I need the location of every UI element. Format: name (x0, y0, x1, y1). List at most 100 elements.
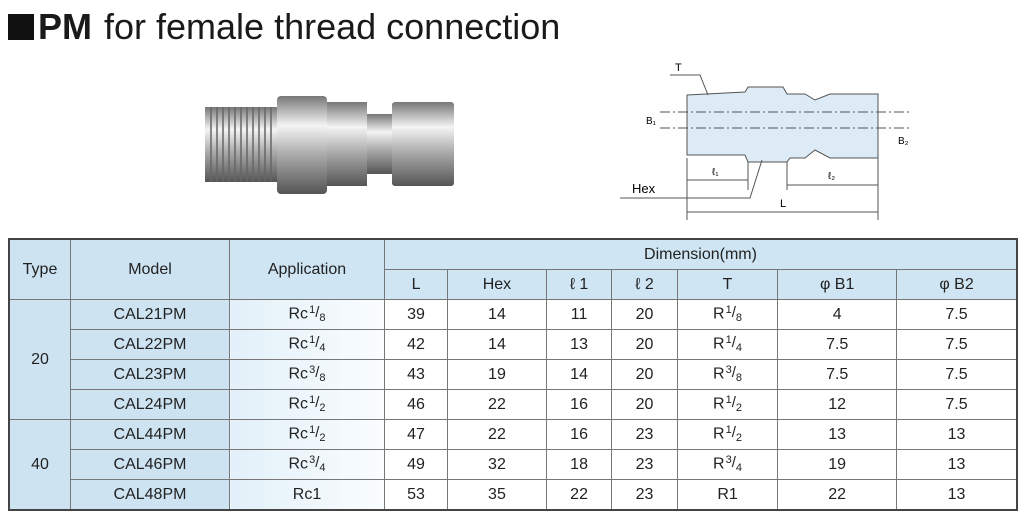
thread-base: R (713, 305, 725, 323)
dim-cell-b1: 7.5 (777, 359, 898, 390)
fraction-slash: / (731, 424, 736, 441)
header-dim: ℓ 2 (611, 269, 678, 300)
dim-cell-l2: 23 (611, 479, 678, 511)
fraction: 3/4 (309, 455, 325, 474)
thread-base: Rc (288, 425, 309, 443)
application-cell: Rc1/4 (229, 329, 385, 360)
application-cell: Rc3/8 (229, 359, 385, 390)
fraction-num: 1 (309, 424, 316, 436)
fraction: 1/2 (309, 425, 325, 444)
header-dim: L (383, 269, 449, 300)
dim-cell-hex: 22 (447, 389, 547, 420)
label-t: T (675, 62, 682, 74)
dim-cell-hex: 14 (447, 299, 547, 330)
thread-base: Rc1 (292, 485, 322, 503)
fraction-num: 1 (309, 334, 316, 346)
header-dim: φ B1 (777, 269, 898, 300)
dim-cell-b1: 13 (777, 419, 898, 450)
fraction-num: 3 (725, 454, 732, 466)
label-hex: Hex (632, 181, 656, 196)
fraction-den: 2 (735, 402, 743, 414)
thread-base: Rc (288, 395, 309, 413)
fraction-slash: / (315, 364, 320, 381)
fraction: 1/8 (726, 305, 742, 324)
label-l: L (780, 198, 786, 210)
dim-cell-l1: 18 (545, 449, 613, 480)
dim-cell-l: 53 (383, 479, 449, 511)
dim-cell-l: 46 (383, 389, 449, 420)
dim-cell-l1: 13 (545, 329, 613, 360)
dim-cell-b2: 7.5 (896, 359, 1018, 390)
model-cell: CAL46PM (70, 449, 230, 480)
dim-cell-l2: 20 (611, 329, 678, 360)
dim-cell-b2: 7.5 (896, 389, 1018, 420)
dim-cell-t: R1/4 (676, 329, 779, 360)
fraction: 1/4 (309, 335, 325, 354)
fraction: 1/4 (726, 335, 742, 354)
dim-cell-l1: 16 (545, 419, 613, 450)
fraction-slash: / (315, 304, 320, 321)
application-cell: Rc1/2 (229, 419, 385, 450)
fraction-den: 2 (319, 432, 326, 444)
dim-cell-t: R3/4 (676, 449, 779, 480)
fraction-den: 4 (319, 342, 326, 354)
fraction: 3/4 (726, 455, 742, 474)
thread-base: Rc (288, 455, 309, 473)
thread-base: Rc (288, 335, 309, 353)
fraction-num: 3 (309, 364, 316, 376)
fraction-den: 2 (735, 432, 743, 444)
dim-cell-hex: 14 (447, 329, 547, 360)
fraction-slash: / (731, 334, 736, 351)
fraction-den: 8 (319, 372, 326, 384)
application-cell: Rc3/4 (229, 449, 385, 480)
dim-cell-t: R1 (676, 479, 779, 511)
fraction-slash: / (315, 454, 320, 471)
model-cell: CAL48PM (70, 479, 230, 511)
dim-cell-l: 43 (383, 359, 449, 390)
dim-cell-b2: 7.5 (896, 299, 1018, 330)
header-dimension: Dimension(mm) (384, 238, 1018, 270)
model-cell: CAL21PM (70, 299, 230, 330)
application-cell: Rc1/8 (229, 299, 385, 330)
dim-cell-l1: 14 (545, 359, 613, 390)
thread-base: Rc (288, 305, 309, 323)
fraction-den: 4 (319, 462, 326, 474)
label-b1: B₁ (646, 116, 657, 127)
title-text: for female thread connection (104, 6, 561, 47)
dim-cell-hex: 19 (447, 359, 547, 390)
dim-cell-l2: 20 (611, 389, 678, 420)
dim-cell-l2: 20 (611, 359, 678, 390)
title-bold: PM (38, 6, 92, 47)
dim-cell-l2: 23 (611, 419, 678, 450)
model-cell: CAL23PM (70, 359, 230, 390)
dim-cell-l: 49 (383, 449, 449, 480)
label-l1: ℓ₁ (712, 167, 719, 178)
thread-base: R (713, 455, 725, 473)
header-dim: φ B2 (896, 269, 1018, 300)
dim-cell-b2: 7.5 (896, 329, 1018, 360)
fraction: 1/8 (309, 305, 325, 324)
thread-base: R (713, 335, 725, 353)
model-cell: CAL44PM (70, 419, 230, 450)
fraction-num: 1 (725, 394, 732, 406)
header-type: Type (8, 238, 71, 300)
fraction: 1/2 (309, 395, 325, 414)
dim-cell-hex: 32 (447, 449, 547, 480)
dim-cell-l1: 22 (545, 479, 613, 511)
model-cell: CAL24PM (70, 389, 230, 420)
fraction: 3/8 (309, 365, 325, 384)
coupler-photo (205, 96, 454, 194)
fraction-slash: / (731, 394, 736, 411)
dim-cell-hex: 22 (447, 419, 547, 450)
dim-cell-t: R1/2 (676, 419, 779, 450)
dim-cell-t: R1/2 (676, 389, 779, 420)
dim-cell-t: R3/8 (676, 359, 779, 390)
fraction-slash: / (731, 364, 736, 381)
fraction-num: 1 (309, 304, 316, 316)
thread-base: R (713, 365, 725, 383)
dim-cell-l1: 16 (545, 389, 613, 420)
